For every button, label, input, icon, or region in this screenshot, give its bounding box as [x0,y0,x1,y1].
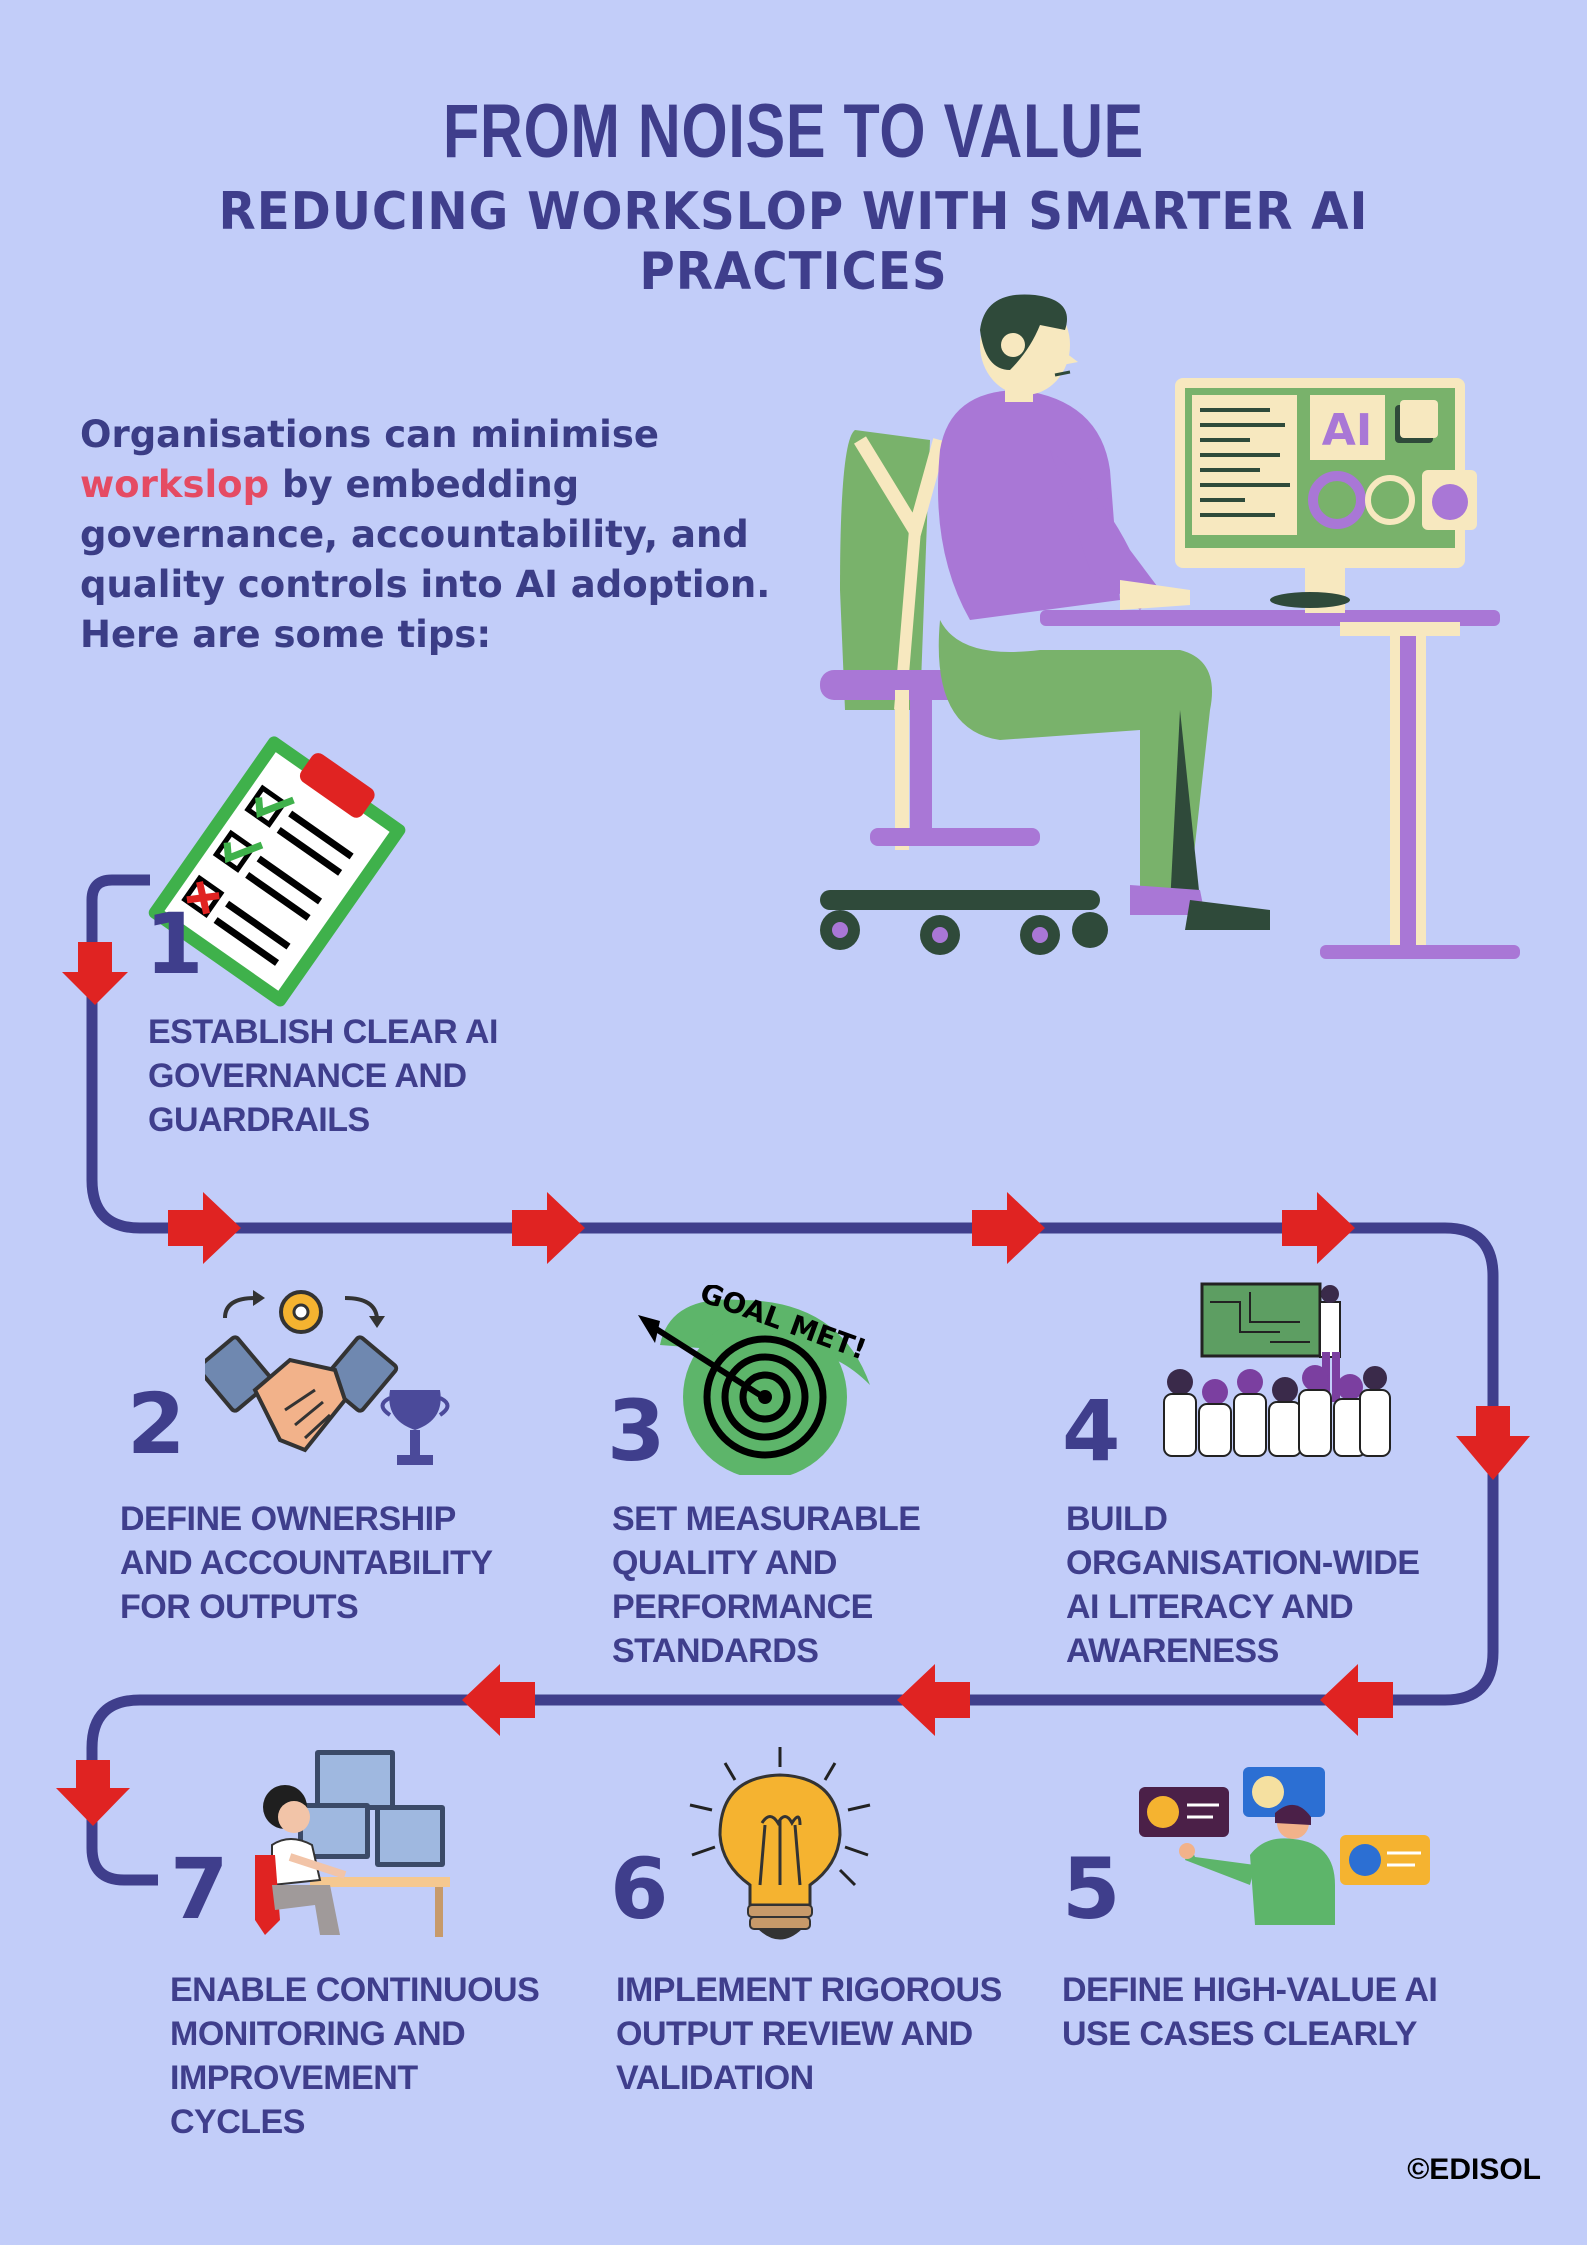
arrow-right-2 [512,1192,585,1264]
screen-ai-label: AI [1322,405,1372,456]
step-number-5: 5 [1062,1840,1121,1938]
intro-highlight: workslop [80,463,270,506]
arrow-right-4 [1282,1192,1355,1264]
step-text-5: DEFINE HIGH-VALUE AI USE CASES CLEARLY [1062,1971,1438,2053]
step-text-7: ENABLE CONTINUOUS MONITORING AND IMPROVE… [170,1971,540,2141]
lightbulb-icon [689,1747,871,1940]
arrow-right-3 [972,1192,1045,1264]
step-number-1: 1 [145,895,204,993]
arrow-down-3 [56,1760,130,1826]
intro-text-start: Organisations can minimise [80,413,659,456]
arrow-down-1 [62,942,128,1005]
step-number-6: 6 [610,1840,669,1938]
step-number-3: 3 [607,1382,666,1480]
person-pants [938,620,1212,890]
step-text-2: DEFINE OWNERSHIP AND ACCOUNTABILITY FOR … [120,1500,493,1626]
target-icon: GOAL MET! [638,1285,871,1475]
step-number-7: 7 [170,1840,229,1938]
step-text-6: IMPLEMENT RIGOROUS OUTPUT REVIEW AND VAL… [616,1971,1002,2097]
intro-paragraph: Organisations can minimise workslop by e… [80,410,800,660]
step-number-4: 4 [1062,1382,1121,1480]
monitoring-desk-icon [255,1750,450,1937]
hero-illustration: AI [820,294,1520,959]
arrow-left-1 [1320,1664,1393,1736]
step-text-1: ESTABLISH CLEAR AI GOVERNANCE AND GUARDR… [148,1013,498,1139]
intro-text-rest: by embedding governance, accountability,… [80,463,771,656]
training-group-icon [1163,1282,1391,1457]
handshake-icon [205,1290,450,1465]
arrow-left-3 [462,1664,535,1736]
person-shirt [938,390,1120,620]
path-arrows [56,942,1530,1826]
arrow-right-1 [168,1192,241,1264]
arrow-left-2 [897,1664,970,1736]
arrow-down-2 [1456,1406,1530,1480]
clipboard-checklist-icon [148,736,406,1007]
step-text-3: SET MEASURABLE QUALITY AND PERFORMANCE S… [612,1500,921,1670]
credit-label: ©EDISOL [1407,2153,1541,2186]
step-number-2: 2 [127,1375,186,1473]
chat-profiles-icon [1139,1767,1430,1925]
page-subtitle: REDUCING WORKSLOP WITH SMARTER AI PRACTI… [218,182,1369,302]
step-text-4: BUILD ORGANISATION-WIDE AI LITERACY AND … [1066,1500,1420,1670]
page-title: FROM NOISE TO VALUE [443,89,1144,174]
